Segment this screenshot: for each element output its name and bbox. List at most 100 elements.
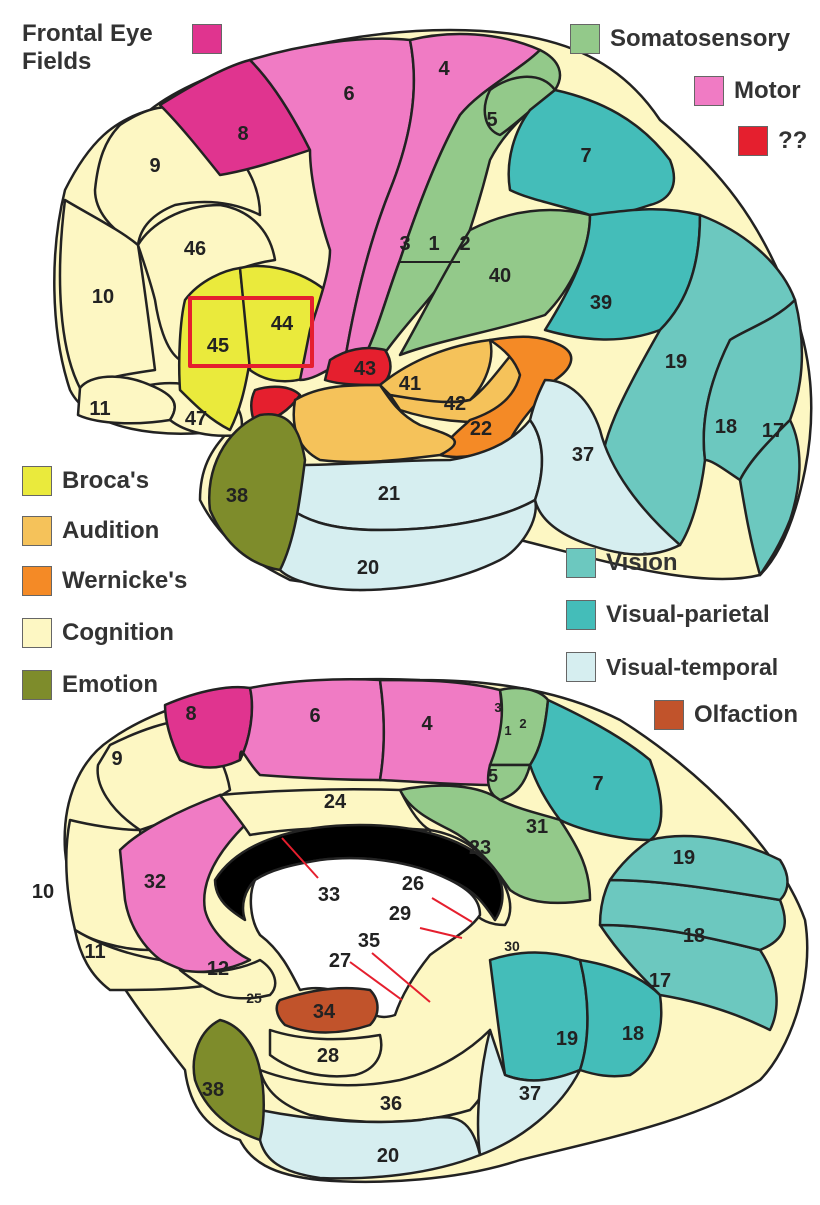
- medial-label-8: 8: [185, 703, 196, 725]
- legend-label-cognition: Cognition: [62, 619, 174, 646]
- brocas-highlight-box: [188, 296, 314, 368]
- legend-frontal-eye-fields: Frontal Eye Fields: [22, 20, 222, 76]
- legend-swatch-unknown: [738, 126, 768, 156]
- area-20: [278, 498, 538, 592]
- medial-label-36: 36: [380, 1093, 402, 1115]
- legend-label-audition: Audition: [62, 517, 160, 544]
- legend-label-somatosensory: Somatosensory: [610, 25, 791, 52]
- medial-label-29: 29: [389, 903, 411, 925]
- medial-area-18-lower: [578, 958, 663, 1078]
- lateral-label-22: 22: [470, 418, 492, 440]
- lateral-label-21: 21: [378, 483, 400, 505]
- lateral-label-39: 39: [590, 292, 612, 314]
- lateral-label-18: 18: [715, 416, 737, 438]
- medial-label-18-lower: 18: [622, 1023, 644, 1045]
- lateral-label-38: 38: [226, 485, 248, 507]
- medial-label-6: 6: [309, 705, 320, 727]
- lateral-label-20: 20: [357, 557, 379, 579]
- legend-swatch-emotion: [22, 670, 52, 700]
- medial-label-12: 12: [207, 958, 229, 980]
- legend-somatosensory: Somatosensory: [570, 24, 790, 54]
- lateral-label-45: 45: [207, 335, 229, 357]
- legend-label-olfaction: Olfaction: [694, 701, 799, 728]
- area-17: [738, 418, 801, 577]
- legend-label-vision: Vision: [606, 549, 678, 576]
- medial-label-11: 11: [84, 941, 105, 963]
- lateral-label-37: 37: [572, 444, 594, 466]
- medial-label-18-upper: 18: [683, 925, 705, 947]
- medial-area-28: [268, 1028, 383, 1078]
- medial-labels: 8 6 4 3 1 2 5 7 9 24 31 23 32 33 26 29 3…: [32, 700, 705, 1167]
- medial-area-20: [258, 1108, 482, 1180]
- lateral-label-8: 8: [237, 123, 248, 145]
- medial-area-19-lower: [488, 951, 589, 1082]
- medial-label-37: 37: [519, 1083, 541, 1105]
- medial-label-10: 10: [32, 881, 54, 903]
- medial-label-5: 5: [488, 766, 498, 786]
- lateral-label-6: 6: [343, 83, 354, 105]
- lateral-label-4: 4: [438, 58, 450, 80]
- legend-swatch-visual-temporal: [566, 652, 596, 682]
- lateral-label-19: 19: [665, 351, 687, 373]
- legend-swatch-vision: [566, 548, 596, 578]
- medial-label-20: 20: [377, 1145, 399, 1167]
- legend-label-wernickes: Wernicke's: [62, 567, 188, 594]
- lateral-label-46: 46: [184, 238, 206, 260]
- lateral-label-1: 1: [428, 233, 439, 255]
- legend-vision: Vision: [566, 548, 678, 578]
- lateral-label-47: 47: [185, 408, 207, 430]
- medial-area-37: [476, 1028, 582, 1157]
- medial-label-35: 35: [358, 930, 380, 952]
- lateral-view: [53, 28, 813, 592]
- medial-label-1: 1: [504, 723, 511, 738]
- legend-swatch-brocas: [22, 466, 52, 496]
- lateral-labels: 4 6 8 9 46 10 11 47 45 44 5 7 3 1 2 40 3…: [89, 58, 784, 579]
- medial-label-31: 31: [526, 816, 548, 838]
- medial-label-2: 2: [519, 716, 526, 731]
- legend-swatch-olfaction: [654, 700, 684, 730]
- medial-label-19-upper: 19: [673, 847, 695, 869]
- lateral-label-9: 9: [149, 155, 160, 177]
- medial-label-24: 24: [324, 791, 347, 813]
- legend-unknown: ??: [738, 126, 807, 156]
- lateral-label-42: 42: [444, 393, 466, 415]
- legend-label-frontal-eye-fields: Frontal Eye Fields: [22, 20, 153, 75]
- legend-label-visual-temporal: Visual-temporal: [606, 653, 779, 680]
- medial-label-3: 3: [494, 700, 501, 715]
- medial-area-4: [378, 678, 504, 787]
- medial-label-17: 17: [649, 970, 671, 992]
- lateral-label-5: 5: [486, 109, 497, 131]
- medial-label-28: 28: [317, 1045, 339, 1067]
- medial-label-27: 27: [329, 950, 351, 972]
- medial-area-34: [275, 986, 379, 1034]
- medial-label-33: 33: [318, 884, 340, 906]
- lateral-label-41: 41: [399, 373, 421, 395]
- medial-label-25: 25: [246, 990, 262, 1006]
- medial-inner-white: [249, 856, 482, 1019]
- medial-area-31: [398, 784, 592, 905]
- medial-view: [63, 677, 809, 1184]
- legend-swatch-visual-parietal: [566, 600, 596, 630]
- lateral-label-43: 43: [354, 358, 376, 380]
- medial-label-38: 38: [202, 1079, 224, 1101]
- medial-area-7: [528, 698, 663, 842]
- lateral-label-7: 7: [580, 145, 591, 167]
- legend-swatch-audition: [22, 516, 52, 546]
- legend-olfaction: Olfaction: [654, 700, 798, 730]
- medial-label-19-lower: 19: [556, 1028, 578, 1050]
- area-38: [208, 412, 307, 572]
- legend-visual-temporal: Visual-temporal: [566, 652, 778, 682]
- medial-label-34: 34: [313, 1001, 336, 1023]
- lateral-label-44: 44: [271, 313, 294, 335]
- medial-label-7: 7: [592, 773, 603, 795]
- lateral-label-11: 11: [89, 398, 110, 420]
- area-37: [528, 378, 682, 556]
- area-10: [58, 198, 157, 390]
- legend-label-motor: Motor: [734, 77, 801, 104]
- medial-label-30: 30: [504, 938, 520, 954]
- lateral-label-40: 40: [489, 265, 511, 287]
- legend-emotion: Emotion: [22, 670, 158, 700]
- medial-label-32: 32: [144, 871, 166, 893]
